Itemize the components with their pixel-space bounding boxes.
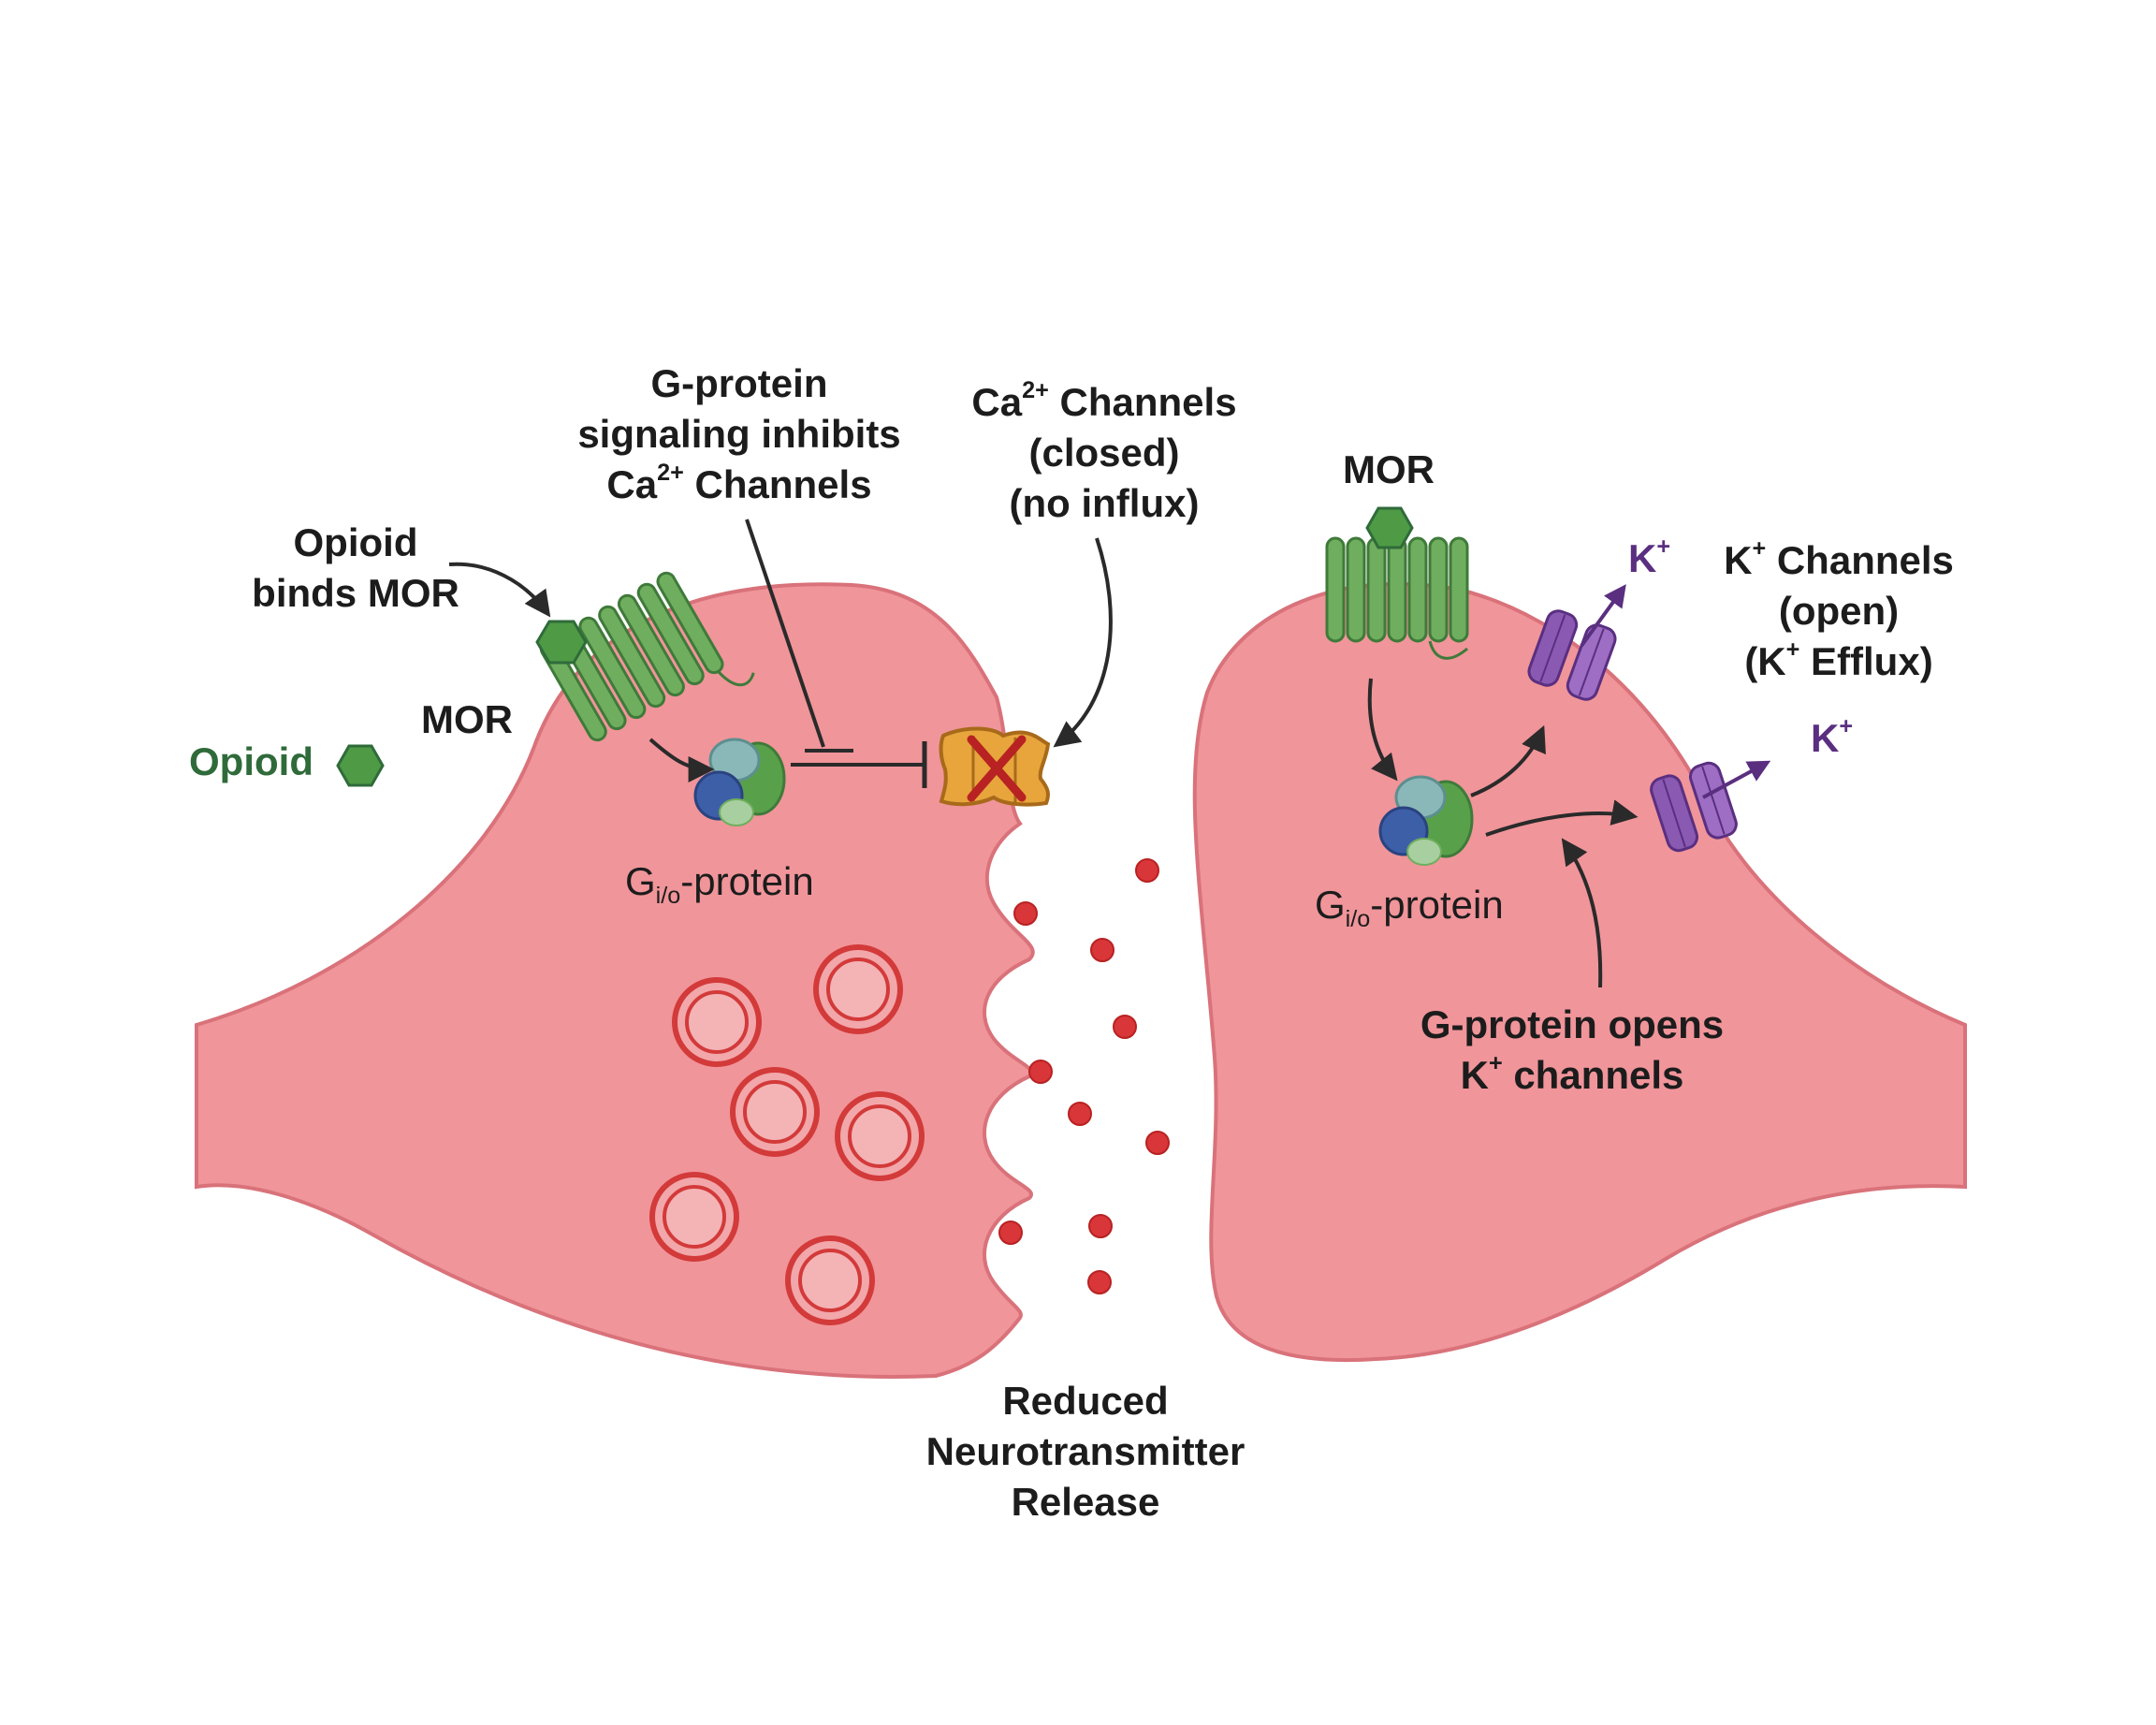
vesicle (813, 944, 903, 1034)
g-protein-inhibits-label: G-protein signaling inhibits Ca2+ Channe… (577, 361, 901, 506)
neurotransmitter-dot (1013, 901, 1038, 926)
arrow-ca-label-to-channel (1053, 537, 1113, 748)
gio-protein-label-right: Gi/o-protein (1315, 883, 1504, 932)
arrow-opioid-to-mor (448, 562, 551, 618)
arrow-mor-to-gprotein-right (1367, 678, 1398, 782)
vesicles (649, 944, 925, 1325)
vesicle (649, 1172, 739, 1262)
opioid-legend-icon (336, 744, 385, 787)
k-efflux-arrow-upper (1580, 584, 1626, 648)
mor-receptor-left (539, 571, 755, 742)
arrow-mor-to-gprotein (648, 738, 715, 782)
g-protein-right (1378, 775, 1474, 866)
arrow-gprotein-to-kchannel-lower (1485, 799, 1639, 837)
k-channel-upper (1527, 609, 1617, 701)
gio-protein-label-left: Gi/o-protein (625, 859, 814, 909)
neurotransmitter-dot (1028, 1060, 1053, 1084)
vesicle (672, 977, 762, 1067)
neurotransmitter-dot (1087, 1270, 1112, 1294)
k-efflux-arrow-lower (1702, 760, 1771, 799)
arrow-gprotein-to-kchannel-upper (1470, 724, 1546, 797)
neurotransmitter-dot (1068, 1102, 1092, 1126)
k-ion-label-lower: K+ (1811, 713, 1854, 760)
neurotransmitters (998, 858, 1170, 1294)
presynaptic-terminal (195, 582, 1035, 1379)
g-protein-opens-label: G-protein opens K+ channels (1420, 1002, 1725, 1097)
opioid-binds-mor-label: Opioid binds MOR (252, 520, 459, 615)
neurotransmitter-dot (1113, 1015, 1137, 1039)
reduced-release-label: Reduced Neurotransmitter Release (925, 1379, 1246, 1524)
mor-label-right: MOR (1343, 447, 1435, 491)
k-channels-open-label: K+ Channels (open) (K+ Efflux) (1724, 535, 1954, 683)
opioid-bound-right (1365, 506, 1414, 549)
postsynaptic-terminal (1192, 581, 1967, 1363)
arrow-label-to-kchannel (1561, 838, 1603, 988)
mor-label-left: MOR (421, 697, 513, 741)
ca-channels-closed-label: Ca2+ Channels (closed) (no influx) (971, 377, 1237, 525)
neurotransmitter-dot (1135, 858, 1159, 883)
opioid-legend-label: Opioid (189, 739, 313, 783)
vesicle (785, 1235, 875, 1325)
neurotransmitter-dot (998, 1221, 1023, 1245)
k-channel-lower (1650, 761, 1738, 853)
inhibition-line-vertical (745, 519, 825, 748)
neurotransmitter-dot (1090, 938, 1114, 962)
neurotransmitter-dot (1088, 1214, 1113, 1238)
neurotransmitter-dot (1145, 1131, 1170, 1155)
k-ion-label-upper: K+ (1628, 534, 1671, 580)
ca-channel-closed (939, 726, 1051, 807)
g-protein-left (693, 738, 786, 826)
opioid-bound-left (535, 620, 588, 665)
vesicle (730, 1067, 820, 1157)
vesicle (835, 1091, 925, 1181)
